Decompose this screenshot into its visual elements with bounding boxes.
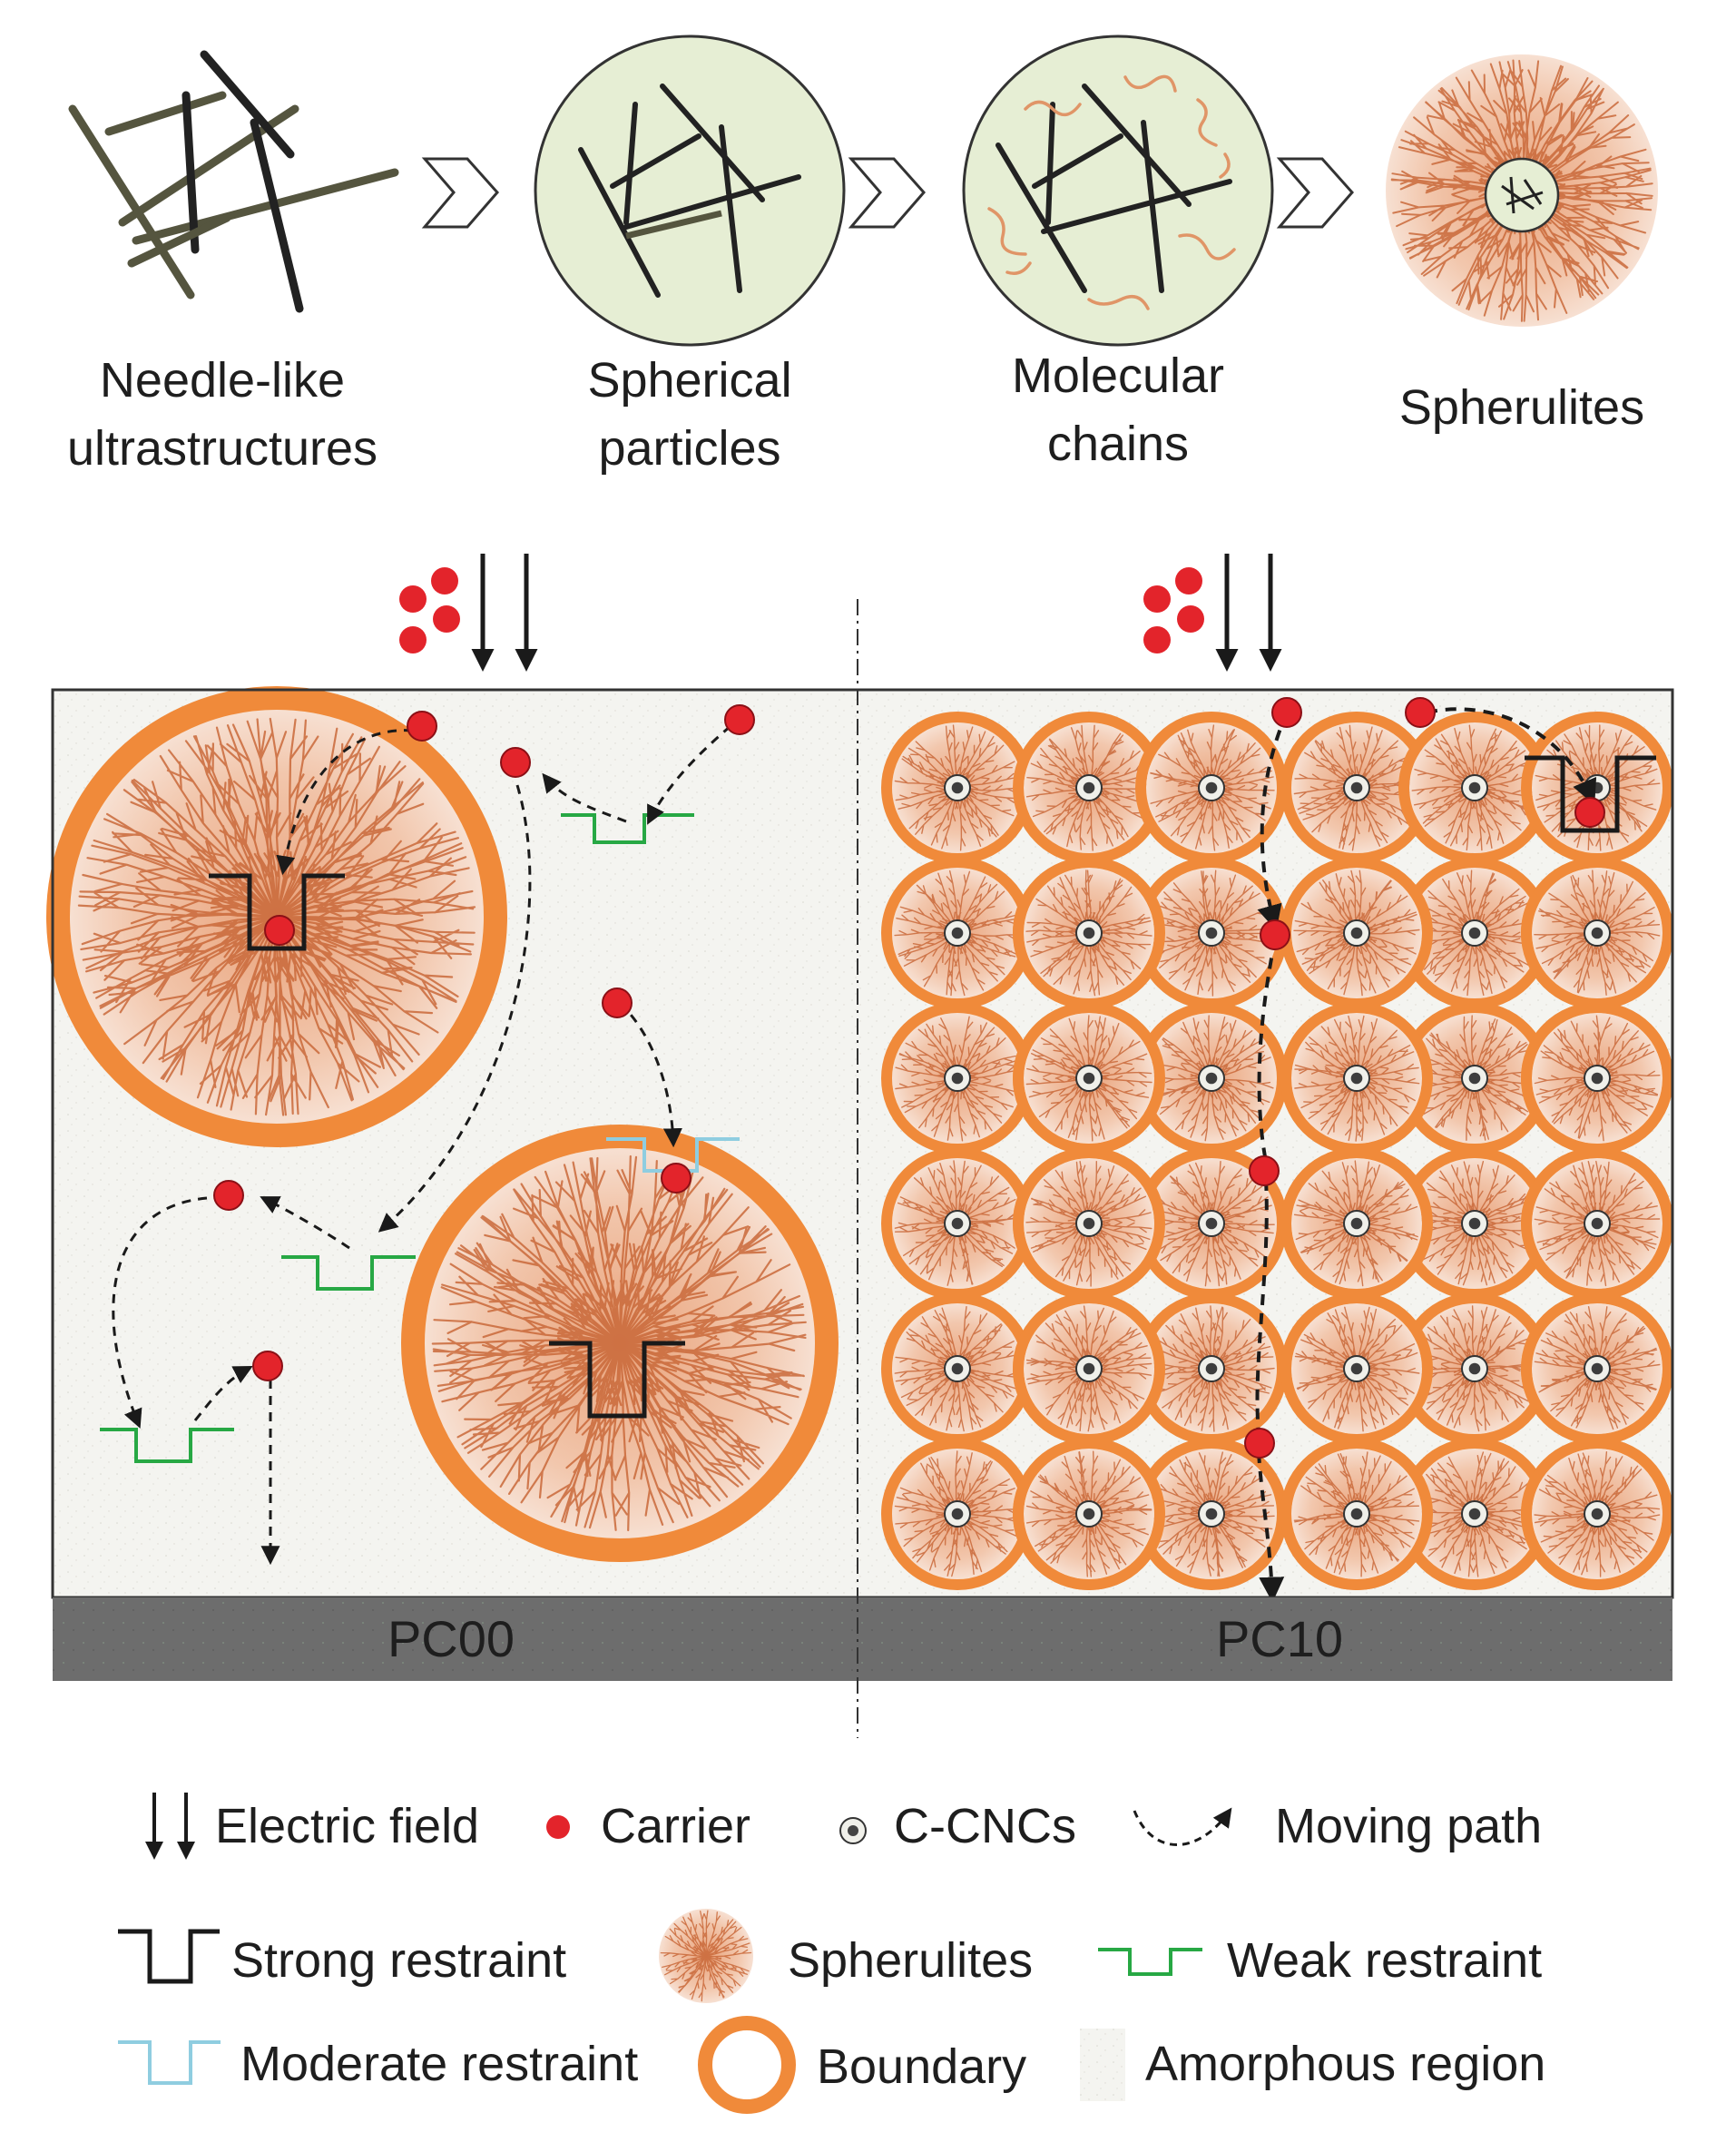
- spherulite-legend-body: [659, 1909, 753, 2003]
- pc10-label: PC10: [1216, 1610, 1343, 1667]
- strong-restraint-well: [1525, 755, 1656, 833]
- pc10-spherulite-grid: [881, 712, 1673, 1590]
- carrier-dot: [1271, 697, 1302, 728]
- moderate-restraint-legend-icon: [118, 2040, 221, 2085]
- carrier-dot: [1405, 697, 1436, 728]
- pc10-spherulite: [1521, 1292, 1673, 1445]
- strong-restraint-legend-icon: [118, 1929, 220, 1984]
- pc10-spherulite: [1280, 1147, 1433, 1300]
- pc10-spherulite: [1013, 1002, 1165, 1155]
- stage-label-needle-line2: ultrastructures: [67, 421, 378, 476]
- pc00-spherulite-bottom: [401, 1125, 839, 1562]
- pc10-moving-paths: [1255, 707, 1597, 1603]
- carrier-dot: [264, 915, 295, 946]
- moving-path-legend-icon: [1133, 1807, 1232, 1846]
- pc00-moving-paths: [112, 724, 731, 1566]
- carrier-dot: [1260, 919, 1290, 950]
- electric-field-legend-icon: [145, 1793, 195, 1860]
- boundary-legend-icon: [698, 2016, 796, 2114]
- pc10-spherulite: [881, 857, 1034, 1009]
- stage-label-molecular-line1: Molecular: [1012, 349, 1224, 403]
- weak-restraint-legend-icon: [1098, 1948, 1202, 1976]
- pc10-spherulite: [1521, 712, 1673, 864]
- pc10-spherulite: [881, 1147, 1034, 1300]
- carrier-dot: [661, 1163, 691, 1194]
- molecular-chains-icon: [962, 34, 1274, 347]
- carrier-dot: [213, 1180, 244, 1211]
- carrier-dot: [1574, 797, 1605, 828]
- pc10-spherulite: [1280, 1292, 1433, 1445]
- carrier-dot: [1249, 1155, 1280, 1186]
- pc10-spherulite: [1013, 1292, 1165, 1445]
- pc10-spherulite: [1013, 857, 1165, 1009]
- pc10-spherulite: [1521, 1147, 1673, 1300]
- carrier-dot: [252, 1351, 283, 1381]
- carriers: [213, 697, 1605, 1459]
- pc10-spherulite: [881, 1438, 1034, 1590]
- pc00-label: PC00: [387, 1610, 515, 1667]
- needle-like-ultrastructures-icon: [68, 50, 399, 313]
- pc10-spherulite: [1521, 1002, 1673, 1155]
- legend: Electric field Carrier C-CNCs Moving pat…: [118, 1793, 1545, 2114]
- pc10-spherulite: [1521, 1438, 1673, 1590]
- carrier-dot: [602, 987, 633, 1018]
- pc10-spherulite: [1013, 1438, 1165, 1590]
- electric-field-indicator-left: [399, 554, 538, 672]
- legend-strong-restraint: Strong restraint: [231, 1933, 566, 1988]
- carrier-dot: [407, 711, 437, 742]
- stage-label-spherulites: Spherulites: [1399, 380, 1644, 435]
- carrier-dot: [500, 747, 531, 778]
- strong-restraint-well: [549, 1341, 685, 1419]
- pc10-spherulite: [1521, 857, 1673, 1009]
- electric-field-indicator-right: [1143, 554, 1282, 672]
- ccncs-legend-icon: [839, 1817, 867, 1844]
- chevron-icon: [1276, 157, 1354, 229]
- amorphous-legend-icon: [1080, 2029, 1125, 2101]
- legend-electric-field: Electric field: [215, 1799, 479, 1853]
- stage-label-spherical-line1: Spherical: [587, 353, 791, 408]
- weak-restraint-well: [281, 1255, 416, 1291]
- pc10-spherulite: [881, 712, 1034, 864]
- electrode-slab: [53, 1597, 1672, 1681]
- spherulite-stage-icon: [1386, 54, 1658, 327]
- stage-label-molecular-line2: chains: [1047, 417, 1189, 471]
- stage-label-spherical-line2: particles: [598, 421, 780, 476]
- chevron-icon: [421, 157, 499, 229]
- pc10-spherulite: [1280, 857, 1433, 1009]
- carrier-legend-icon: [546, 1815, 570, 1839]
- legend-carrier: Carrier: [601, 1799, 750, 1853]
- stage-label-needle-line1: Needle-like: [100, 353, 345, 408]
- legend-boundary: Boundary: [817, 2039, 1026, 2094]
- spherulites-legend-icon: [659, 1909, 753, 2003]
- pc10-spherulite: [1013, 1147, 1165, 1300]
- pc10-spherulite: [1280, 1438, 1433, 1590]
- pc10-spherulite: [1280, 1002, 1433, 1155]
- spherical-particle-icon: [534, 34, 846, 347]
- pc10-spherulite: [881, 1292, 1034, 1445]
- pc10-spherulite: [1135, 712, 1288, 864]
- legend-ccncs: C-CNCs: [894, 1799, 1076, 1853]
- legend-spherulites: Spherulites: [788, 1933, 1033, 1988]
- pc10-spherulite: [881, 1002, 1034, 1155]
- chevron-icon: [848, 157, 926, 229]
- carrier-dot: [1244, 1428, 1275, 1459]
- pc10-spherulite: [1135, 1438, 1288, 1590]
- legend-weak-restraint: Weak restraint: [1227, 1933, 1542, 1988]
- legend-moderate-restraint: Moderate restraint: [240, 2037, 638, 2091]
- weak-restraint-well: [100, 1428, 234, 1463]
- legend-amorphous-region: Amorphous region: [1145, 2037, 1545, 2091]
- legend-moving-path: Moving path: [1275, 1799, 1542, 1853]
- strong-restraint-well: [209, 873, 345, 951]
- carrier-dot: [724, 704, 755, 735]
